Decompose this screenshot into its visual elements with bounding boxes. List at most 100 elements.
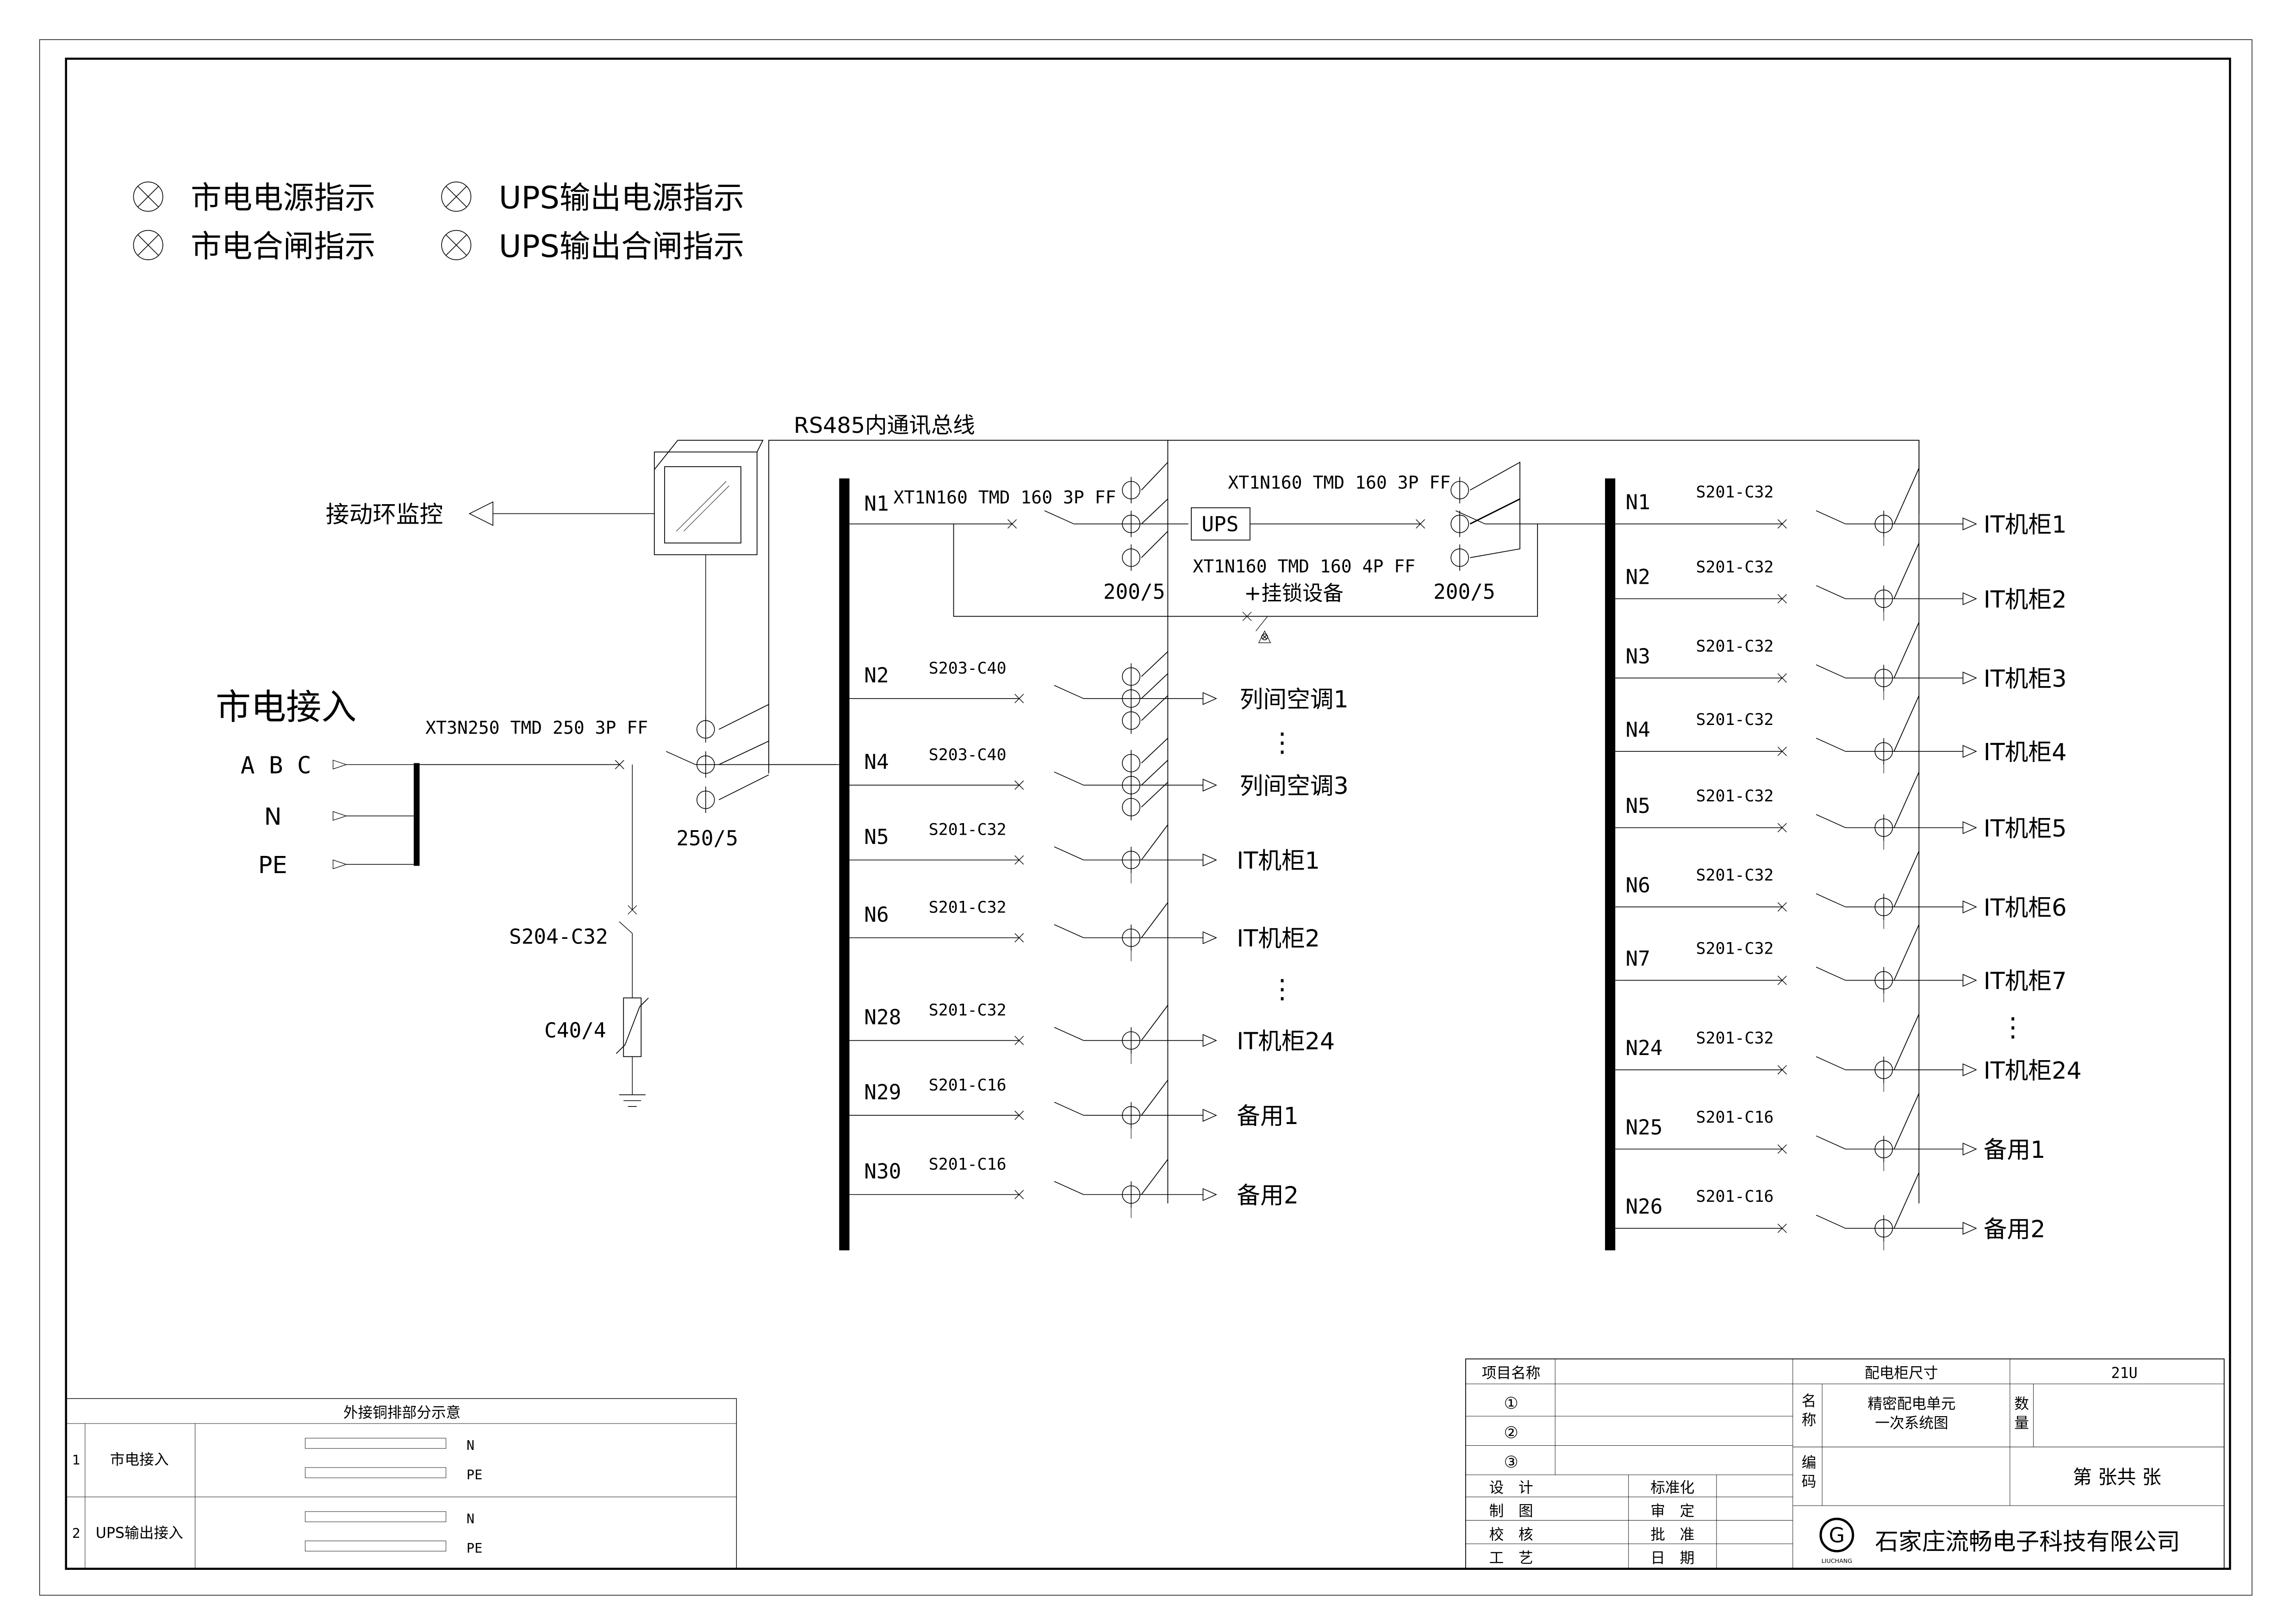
busbar-table-title: 外接铜排部分示意: [343, 1405, 461, 1421]
breaker-contact: [666, 751, 696, 765]
feeder-breaker: S201-C32: [929, 821, 1007, 839]
monitor-arrow-icon: [468, 501, 493, 526]
lamp-circle: [133, 181, 163, 212]
current-transformer-icon: [1874, 893, 1893, 920]
terminal-arrow-icon: [1202, 1034, 1217, 1047]
feeder-breaker: S201-C32: [1696, 866, 1774, 885]
feeder-breaker: S201-C16: [1696, 1108, 1774, 1127]
ct-wire: [1141, 824, 1169, 861]
breaker-x: [1242, 612, 1252, 621]
terminal-arrow-icon: [1962, 821, 1977, 834]
surge-protector-diag: [616, 997, 649, 1054]
feeder-breaker: S201-C16: [929, 1076, 1007, 1094]
current-transformer-icon: [696, 716, 715, 743]
feeder-breaker-icon: [849, 771, 1203, 790]
role-label: 日 期: [1650, 1550, 1694, 1567]
feeder-id: N6: [864, 903, 889, 927]
ct-wire: [1141, 673, 1168, 699]
phase-label: N: [264, 803, 282, 831]
feeder-load-label: 备用2: [1984, 1215, 2046, 1243]
main-ct-ratio: 250/5: [676, 827, 738, 850]
current-transformer-icon: [1874, 665, 1893, 692]
terminal-arrow-icon: [1962, 974, 1977, 987]
breaker-x: [1777, 1224, 1787, 1233]
feeder-load-label: 备用1: [1237, 1102, 1299, 1130]
feeder-breaker-icon: [849, 685, 1203, 703]
surge-protector-icon: [623, 997, 642, 1057]
ct-wire: [1141, 1005, 1169, 1041]
current-transformer-icon: [1874, 1136, 1893, 1162]
terminal-arrow-icon: [1202, 931, 1217, 944]
ups-output-breaker-label: XT1N160 TMD 160 3P FF: [1228, 473, 1450, 493]
indicator-lamp-icon: [133, 181, 163, 212]
breaker-contact: [1816, 510, 1846, 525]
current-transformer-icon: [1122, 1027, 1140, 1054]
feeder-id: N1: [1625, 491, 1650, 514]
ups-label: UPS: [1201, 513, 1238, 537]
phase-terminal-icon: [332, 811, 348, 821]
ct-wire: [1141, 462, 1168, 491]
breaker-x: [1014, 780, 1024, 790]
indicator-lamp-icon: [441, 230, 472, 260]
ct-wire: [1141, 651, 1168, 677]
feeder-breaker-icon: [1615, 893, 1963, 912]
feeder-id: N24: [1625, 1037, 1662, 1060]
surge-protector-label: C40/4: [544, 1019, 606, 1043]
breaker-x: [615, 760, 624, 769]
bypass-contact: [1256, 616, 1268, 631]
breaker-x: [1014, 1036, 1024, 1045]
ups-output-ct-ratio: 200/5: [1433, 580, 1495, 604]
feeder-breaker: S203-C40: [929, 746, 1007, 764]
busbar-table: [65, 1398, 737, 1569]
current-transformer-icon: [1122, 544, 1140, 571]
ground-icon: [619, 1094, 646, 1107]
table-row-name: UPS输出接入: [96, 1525, 183, 1542]
continuation-dots: ⋮: [2000, 1012, 2026, 1043]
terminal-arrow-icon: [1962, 592, 1977, 606]
feeder-id: N26: [1625, 1195, 1662, 1219]
feeder-breaker: S201-C32: [1696, 787, 1774, 806]
copper-bar-icon: [305, 1438, 447, 1449]
monitor-label: 接动环监控: [326, 501, 443, 528]
feeder-breaker-icon: [1615, 1056, 1963, 1074]
terminal-arrow-icon: [1962, 900, 1977, 913]
feeder-breaker-icon: [1615, 1135, 1963, 1154]
indicator-lamp-icon: [441, 181, 472, 212]
feeder-id: N6: [1625, 874, 1650, 897]
feeder-load-label: IT机柜6: [1984, 894, 2067, 921]
feeder-load-label: IT机柜1: [1984, 511, 2067, 538]
breaker-contact: [1054, 846, 1084, 861]
lamp-circle: [441, 230, 472, 260]
outer-frame: [39, 39, 2252, 1596]
breaker-contact: [1816, 1056, 1846, 1070]
breaker-x: [1014, 1111, 1024, 1120]
breaker-x: [1777, 975, 1787, 985]
feeder-breaker: S201-C16: [1696, 1187, 1774, 1206]
terminal-arrow-icon: [1962, 517, 1977, 531]
breaker-contact: [1816, 1135, 1846, 1149]
legend-label: UPS输出合闸指示: [499, 228, 744, 264]
feeder-id: N7: [1625, 947, 1650, 971]
right-busbar: [1605, 478, 1616, 1250]
company-logo-icon: [1819, 1518, 1854, 1553]
current-transformer-icon: [1122, 511, 1140, 537]
feeder-id: N3: [1625, 645, 1650, 668]
terminal-arrow-icon: [1202, 1109, 1217, 1122]
name-label: 称: [1802, 1412, 1817, 1429]
feeder-breaker: S201-C32: [1696, 558, 1774, 576]
lamp-circle: [133, 230, 163, 260]
copper-bar-icon: [305, 1511, 447, 1522]
current-transformer-icon: [1874, 738, 1893, 765]
main-breaker-icon: [419, 751, 836, 769]
breaker-x: [628, 905, 637, 915]
breaker-contact: [1816, 585, 1846, 600]
breaker-contact: [1816, 967, 1846, 981]
current-transformer-icon: [1122, 707, 1140, 734]
lamp-cross: [137, 234, 159, 256]
mains-busbar: [413, 763, 420, 866]
left-busbar: [839, 478, 850, 1250]
breaker-contact: [1054, 1181, 1084, 1195]
ct-wire: [1893, 468, 1920, 525]
terminal-arrow-icon: [1962, 1143, 1977, 1156]
